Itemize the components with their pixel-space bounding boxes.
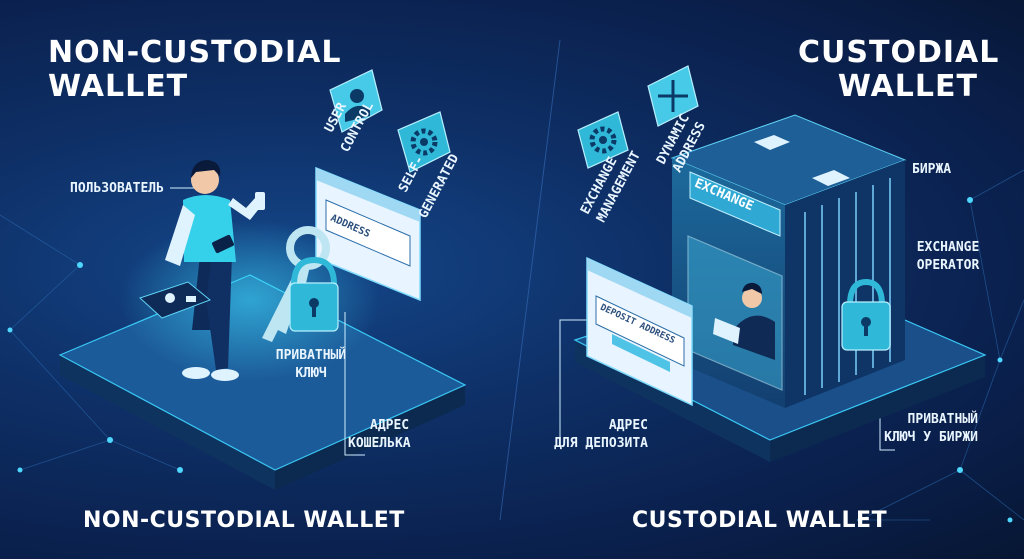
divider-line xyxy=(499,39,561,521)
right-title-line1: CUSTODIAL xyxy=(798,35,1000,70)
user-label: ПОЛЬЗОВАТЕЛЬ xyxy=(70,181,164,196)
user-control-icon xyxy=(329,69,383,133)
exchange-operator-line2: OPERATOR xyxy=(916,258,980,273)
left-title-line1: NON-CUSTODIAL xyxy=(48,35,342,70)
private-key-line1: ПРИВАТНЫЙ xyxy=(275,348,347,363)
deposit-window xyxy=(586,256,693,407)
wallet-address-line2: КОШЕЛЬКА xyxy=(348,436,411,451)
exchange-private-key-line2: КЛЮЧ У БИРЖИ xyxy=(884,430,978,445)
exchange-management-icon xyxy=(577,111,629,169)
private-key-line2: КЛЮЧ xyxy=(295,366,327,381)
left-bottom-title: NON-CUSTODIAL WALLET xyxy=(83,508,405,533)
left-title-line2: WALLET xyxy=(48,69,189,104)
dynamic-address-icon xyxy=(647,65,699,127)
exchange-lock xyxy=(841,278,891,351)
exchange-label: БИРЖА xyxy=(912,162,952,177)
person-figure xyxy=(165,160,265,381)
right-title-line2: WALLET xyxy=(837,69,978,104)
right-bottom-title: CUSTODIAL WALLET xyxy=(632,508,888,533)
gear-icon xyxy=(397,111,451,173)
key-lock xyxy=(262,226,339,342)
deposit-address-line1: АДРЕС xyxy=(608,418,648,433)
address-window xyxy=(315,166,421,302)
deposit-address-line2: ДЛЯ ДЕПОЗИТА xyxy=(554,436,648,451)
network-nodes xyxy=(7,197,1013,523)
network-lines xyxy=(0,169,1024,521)
exchange-private-key-line1: ПРИВАТНЫЙ xyxy=(907,412,978,427)
hardware-wallet xyxy=(139,281,211,319)
wallet-address-line1: АДРЕС xyxy=(370,418,410,433)
exchange-building xyxy=(670,114,907,408)
exchange-operator-line1: EXCHANGE xyxy=(916,240,980,255)
